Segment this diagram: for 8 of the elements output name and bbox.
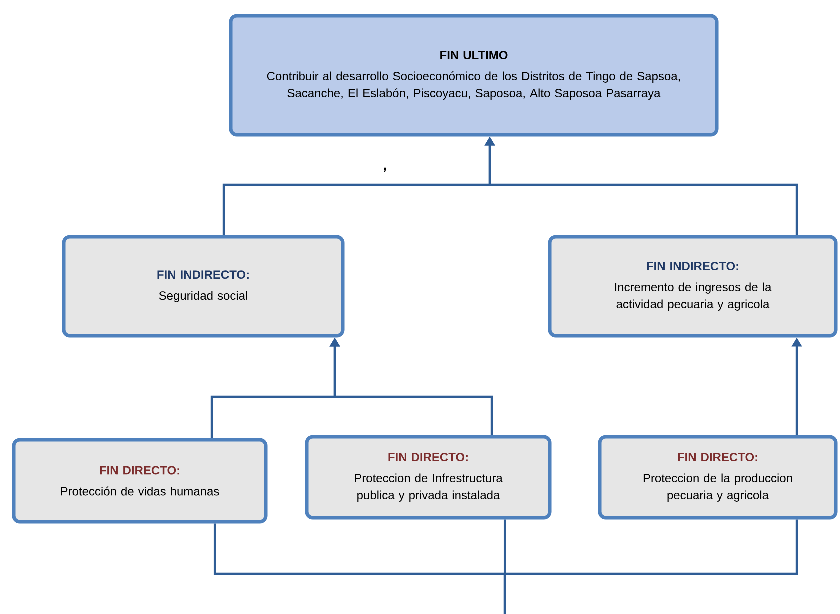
comma-mark: , xyxy=(384,168,386,172)
objective-box: FIN DIRECTO: Proteccion de la produccion pecuaria y agricola xyxy=(598,435,838,520)
objective-box: FIN INDIRECTO: Incremento de ingresos de la actividad pecuaria y agricola xyxy=(548,235,838,338)
objective-box: FIN DIRECTO: Protección de vidas humanas xyxy=(12,438,268,524)
objective-box: FIN DIRECTO: Proteccion de Infrestructura publica y privada instalada xyxy=(305,435,552,520)
objective-box: FIN INDIRECTO: Seguridad social xyxy=(62,235,345,338)
goal-box: FIN ULTIMO Contribuir al desarrollo Socioeconómico de los Distritos de Tingo de Sapsoa, Sacanche, El Eslabón, Piscoyacu, Saposoa, Alto Saposoa Pasarraya xyxy=(229,14,719,137)
connector xyxy=(504,520,798,614)
